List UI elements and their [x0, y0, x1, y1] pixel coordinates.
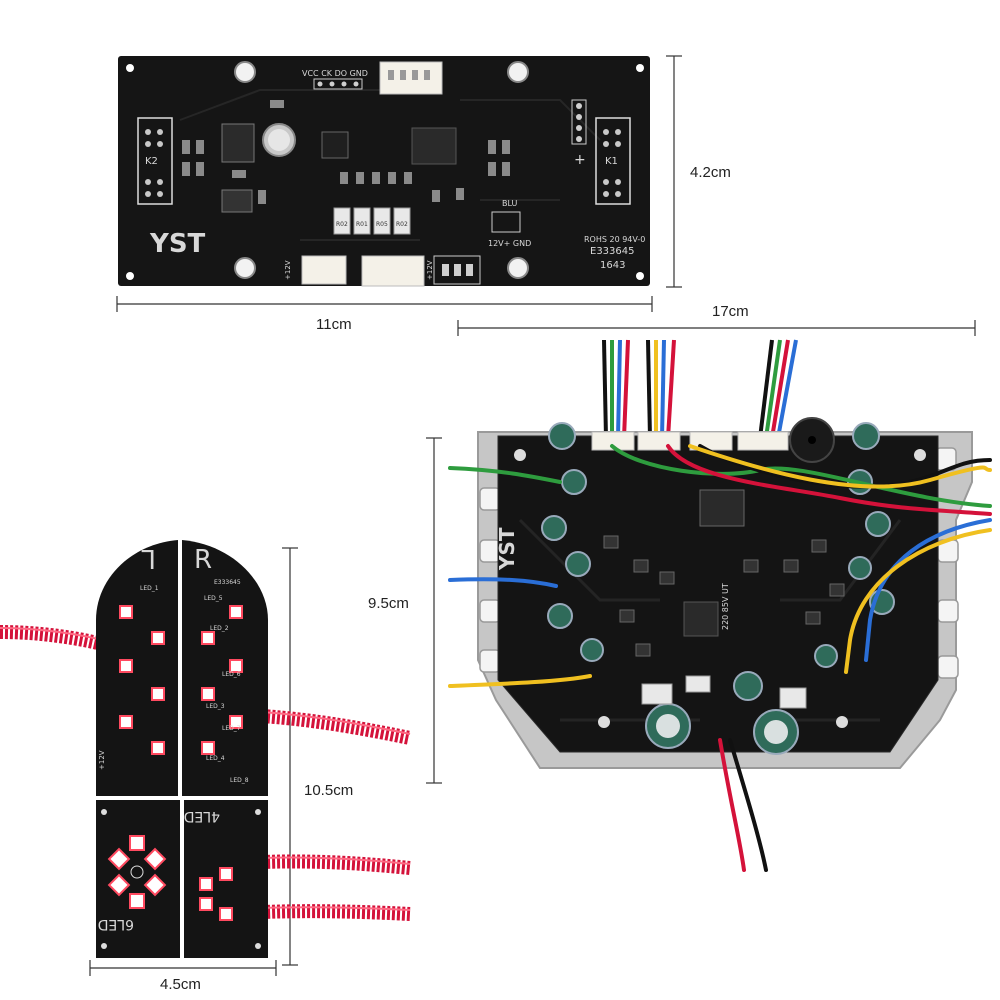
rohs-label: ROHS 20 94V-0	[584, 235, 645, 244]
svg-text:LED_7: LED_7	[222, 725, 241, 732]
yst-logo: YST	[149, 229, 206, 259]
svg-text:E333645: E333645	[214, 579, 241, 586]
blu-label: BLU	[502, 199, 518, 208]
led-board-height-label: 10.5cm	[304, 782, 354, 799]
svg-text:LED_4: LED_4	[206, 755, 225, 762]
left-label: L	[141, 543, 156, 573]
main-controller-board: 220 85V UT YST	[448, 339, 992, 872]
k2-label: K2	[145, 156, 158, 167]
top-board-height-label: 4.2cm	[690, 164, 731, 181]
main-board-logo: YST	[495, 527, 519, 571]
svg-text:R05: R05	[376, 221, 388, 228]
six-led-label: 6LED	[98, 916, 134, 932]
led-array-left	[119, 605, 165, 755]
svg-text:+12V: +12V	[98, 750, 106, 770]
svg-text:LED_2: LED_2	[210, 625, 229, 632]
top-board-width-label: 11cm	[316, 316, 352, 333]
four-led-label: 4LED	[184, 808, 220, 824]
dimension-lines	[89, 55, 976, 976]
capacitors	[541, 422, 895, 755]
main-chip	[411, 127, 457, 165]
main-board-height-label: 9.5cm	[368, 595, 409, 612]
header-label: VCC CK DO GND	[302, 69, 368, 78]
plus-label: +	[574, 152, 586, 168]
svg-text:R01: R01	[356, 221, 368, 228]
inductor	[683, 601, 719, 637]
svg-text:LED_8: LED_8	[230, 777, 249, 784]
led-array-right	[201, 605, 243, 755]
svg-text:R02: R02	[336, 221, 348, 228]
main-board-width-label: 17cm	[712, 303, 749, 320]
led-board: L R +12V LED_1 LED_5 LED_2 LED_6 LED_3 L…	[0, 540, 412, 958]
cert-label: E333645	[590, 246, 635, 257]
date-code: 1643	[600, 260, 625, 271]
svg-text:+12V: +12V	[426, 260, 434, 280]
right-label: R	[194, 545, 212, 575]
controller-chip	[699, 489, 745, 527]
svg-text:+12V: +12V	[284, 260, 292, 280]
svg-text:LED_3: LED_3	[206, 703, 225, 710]
four-led-array	[199, 867, 233, 921]
led-board-width-label: 4.5cm	[160, 976, 201, 993]
mounting-holes	[234, 61, 529, 279]
svg-text:LED_5: LED_5	[204, 595, 223, 602]
svg-text:R02: R02	[396, 221, 408, 228]
svg-text:220 85V UT: 220 85V UT	[721, 583, 730, 630]
k1-label: K1	[605, 156, 618, 167]
top-board: K2 K1 + VCC CK DO GND	[118, 56, 650, 287]
six-led-star	[107, 835, 167, 909]
svg-text:LED_6: LED_6	[222, 671, 241, 678]
svg-text:LED_1: LED_1	[140, 585, 159, 592]
power-label: 12V+ GND	[488, 239, 531, 248]
